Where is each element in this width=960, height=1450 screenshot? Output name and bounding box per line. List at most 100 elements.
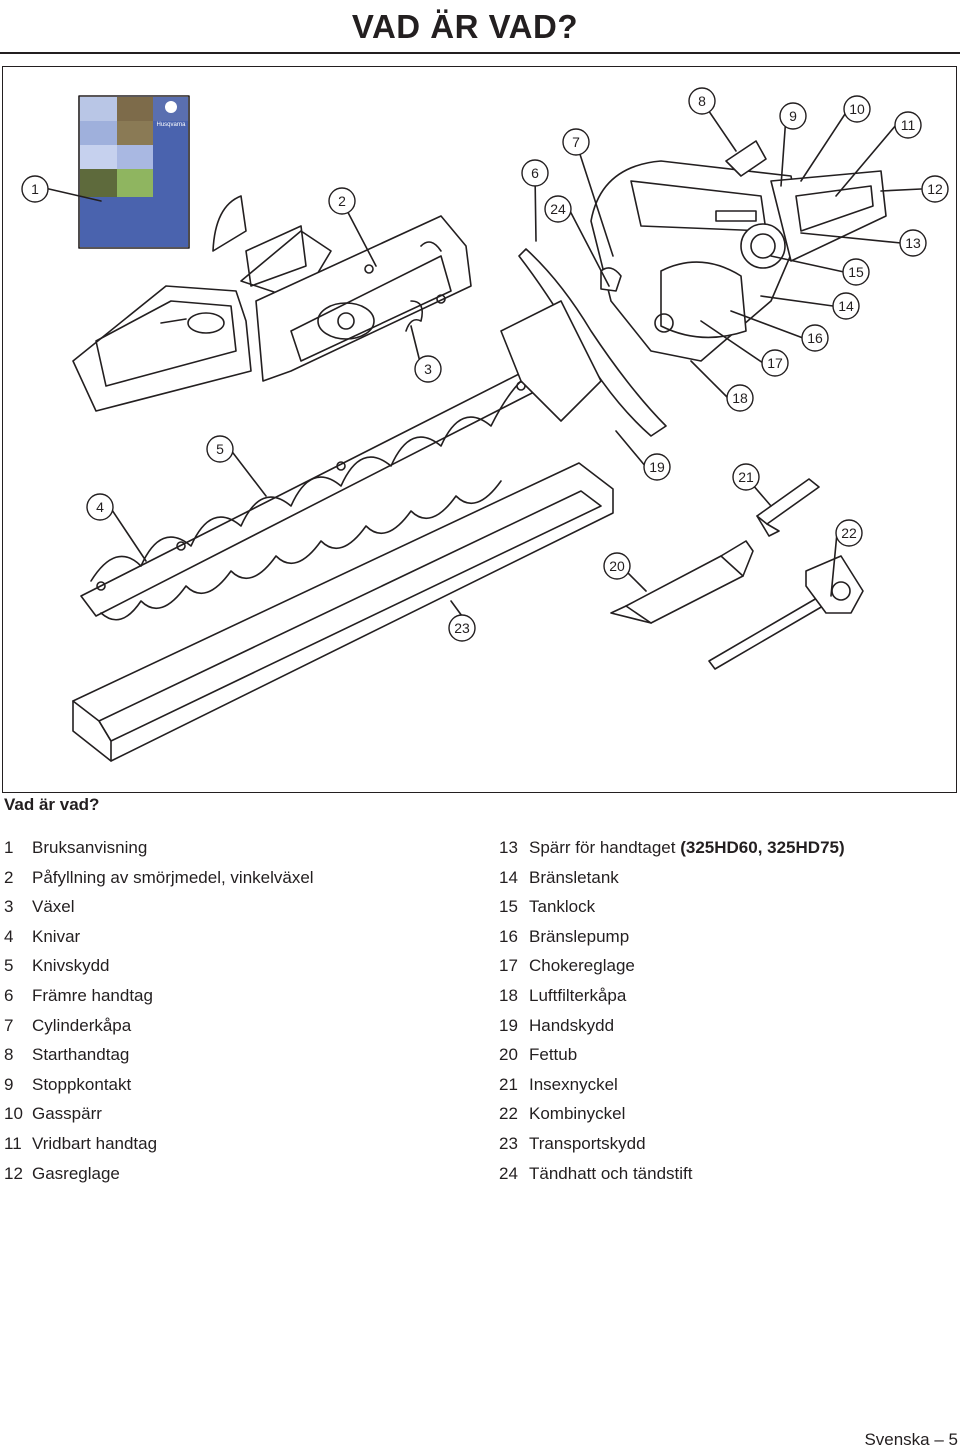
callout-23: 23 [454, 620, 470, 636]
part-label: Gasspärr [32, 1104, 102, 1124]
part-label: Bruksanvisning [32, 838, 148, 857]
part-number: 10 [4, 1104, 23, 1124]
part-number: 9 [4, 1074, 14, 1094]
part-number: 19 [499, 1015, 518, 1035]
part-number: 3 [4, 897, 14, 917]
callout-4: 4 [96, 499, 104, 515]
part-item: 20 Fettub [499, 1040, 939, 1070]
part-item: 21 Insexnyckel [499, 1070, 939, 1100]
callout-9: 9 [789, 108, 797, 124]
parts-list-right: 13 Spärr för handtaget (325HD60, 325HD75)… [499, 833, 939, 1188]
part-label: Påfyllning av smörjmedel, vinkelväxel [32, 867, 314, 887]
part-number: 23 [499, 1133, 518, 1153]
part-number: 2 [4, 867, 14, 887]
callout-5: 5 [216, 441, 224, 457]
part-label: Växel [32, 897, 75, 917]
callout-3: 3 [424, 361, 432, 377]
part-number: 15 [499, 897, 518, 917]
part-number: 4 [4, 926, 14, 946]
part-number: 24 [499, 1163, 518, 1183]
part-label: Fettub [529, 1045, 578, 1065]
callout-14: 14 [838, 298, 854, 314]
part-item: 24 Tändhatt och tändstift [499, 1159, 939, 1189]
parts-list-left: 1 Bruksanvisning 2 Påfyllning av smörjmede… [4, 833, 474, 1188]
part-item: 8 Starthandtag [4, 1040, 474, 1070]
part-number: 12 [4, 1163, 23, 1183]
part-number: 7 [4, 1015, 14, 1035]
callout-7: 7 [572, 134, 580, 150]
part-item: 18 Luftfilterkåpa [499, 981, 939, 1011]
part-item: 6 Främre handtag [4, 981, 474, 1011]
title-rule [0, 52, 960, 54]
part-label: Tändhatt och tändstift [529, 1163, 693, 1183]
callout-16: 16 [807, 330, 823, 346]
part-item: 23 Transportskydd [499, 1129, 939, 1159]
part-number: 20 [499, 1045, 518, 1065]
part-label: Chokereglage [529, 956, 635, 976]
part-item: 15 Tanklock [499, 892, 939, 922]
part-item: 5 Knivskydd [4, 951, 474, 981]
page-footer: Svenska – 5 [864, 1430, 958, 1449]
part-item: 13 Spärr för handtaget (325HD60, 325HD75) [499, 833, 939, 863]
page-title: VAD ÄR VAD? [351, 8, 578, 45]
part-item: 12 Gasreglage [4, 1159, 474, 1189]
part-item: 9 Stoppkontakt [4, 1070, 474, 1100]
part-number: 14 [499, 867, 518, 887]
manual-brand-text: Husqvarna [156, 122, 186, 128]
manual-booklet: Husqvarna [78, 95, 190, 249]
model-note: (325HD60, 325HD75) [680, 838, 845, 857]
part-label: Luftfilterkåpa [529, 985, 627, 1005]
figure-caption: Vad är vad? [4, 795, 100, 814]
part-number: 6 [4, 985, 14, 1005]
part-label: Stoppkontakt [32, 1074, 132, 1094]
callout-17: 17 [767, 355, 783, 371]
callout-19: 19 [649, 459, 665, 475]
part-label: Handskydd [529, 1015, 615, 1035]
part-label: Starthandtag [32, 1045, 130, 1065]
callout-18: 18 [732, 390, 748, 406]
part-label: Vridbart handtag [32, 1133, 158, 1153]
part-label: Gasreglage [32, 1163, 120, 1183]
part-item: 7 Cylinderkåpa [4, 1011, 474, 1041]
callout-1: 1 [31, 181, 39, 197]
part-number: 11 [4, 1133, 22, 1153]
part-label: Knivskydd [32, 956, 110, 976]
part-item: 3 Växel [4, 892, 474, 922]
part-number: 21 [499, 1074, 518, 1094]
part-item: 2 Påfyllning av smörjmedel, vinkelväxel [4, 863, 474, 893]
part-label: Kombinyckel [529, 1104, 626, 1124]
illustration-svg: Husqvarna [21, 87, 949, 762]
callout-13: 13 [905, 235, 921, 251]
callout-2: 2 [338, 193, 346, 209]
part-label: Främre handtag [32, 985, 153, 1005]
part-label: Knivar [32, 926, 81, 946]
part-label: Cylinderkåpa [32, 1015, 132, 1035]
callout-22: 22 [841, 525, 857, 541]
part-label: Spärr för handtaget [529, 838, 676, 857]
part-number: 1 [4, 838, 14, 857]
part-label: Tanklock [529, 897, 596, 917]
callout-6: 6 [531, 165, 539, 181]
part-item: 16 Bränslepump [499, 922, 939, 952]
part-number: 8 [4, 1045, 14, 1065]
callout-11: 11 [901, 117, 916, 133]
part-number: 5 [4, 956, 14, 976]
callout-20: 20 [609, 558, 625, 574]
callout-10: 10 [849, 101, 865, 117]
part-item: 19 Handskydd [499, 1011, 939, 1041]
part-number: 16 [499, 926, 518, 946]
part-label: Bränslepump [529, 926, 630, 946]
part-item: 10 Gasspärr [4, 1099, 474, 1129]
part-label: Transportskydd [529, 1133, 646, 1153]
part-number: 13 [499, 838, 518, 857]
callout-21: 21 [738, 469, 754, 485]
callout-24: 24 [550, 201, 566, 217]
parts-illustration: Husqvarna [2, 66, 957, 793]
callout-8: 8 [698, 93, 706, 109]
part-item: 11 Vridbart handtag [4, 1129, 474, 1159]
part-label: Insexnyckel [529, 1074, 618, 1094]
part-number: 18 [499, 985, 518, 1005]
